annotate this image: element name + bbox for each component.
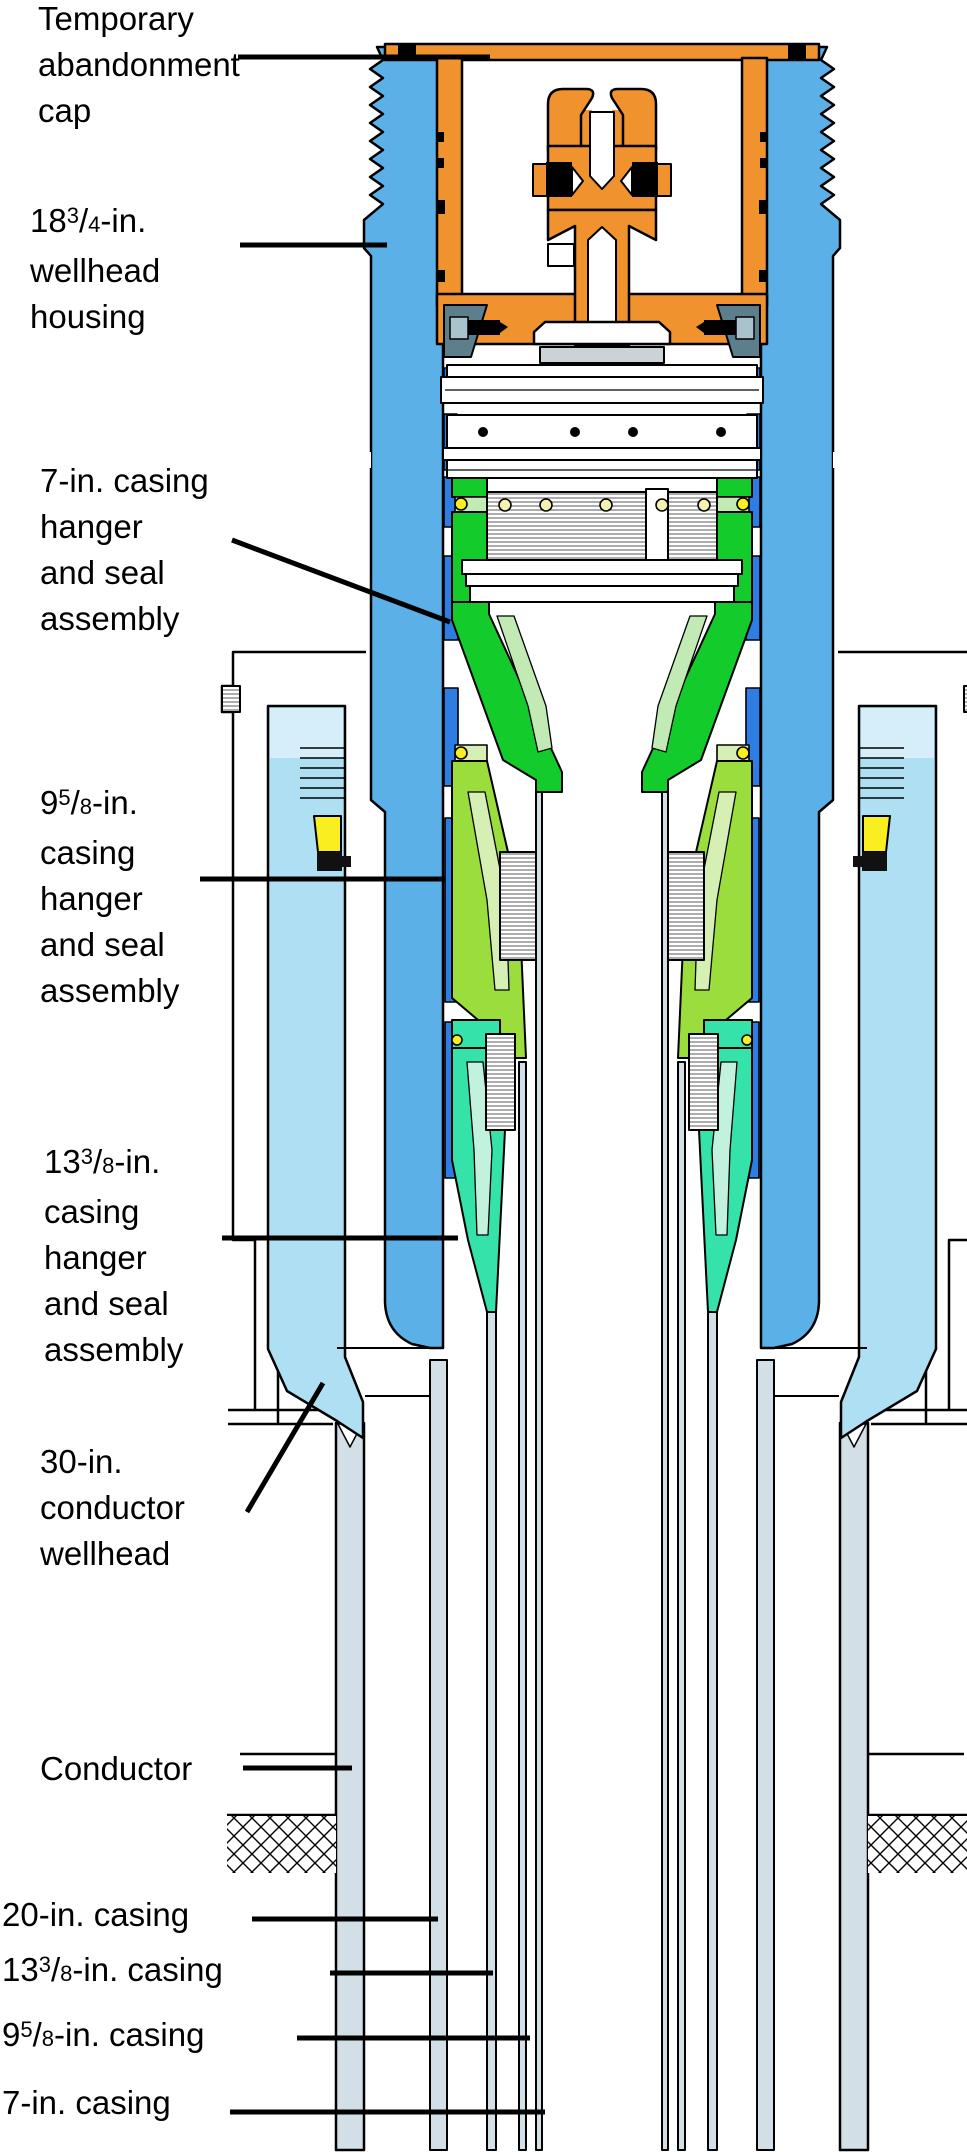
cap-pedestal	[532, 320, 672, 346]
leader-lines	[200, 54, 545, 2115]
center-assembly	[383, 42, 821, 603]
temporary-abandonment-cap-graphic	[383, 42, 821, 364]
label-casing-13-3-8-in: 133/8-in. casing	[2, 1951, 223, 1988]
lower-rings	[461, 559, 743, 603]
leader-hanger-7in	[231, 537, 451, 625]
label-casing-20-in: 20-in. casing	[2, 1896, 190, 1933]
lock-ring	[443, 304, 761, 358]
label-conductor: Conductor	[40, 1750, 193, 1787]
bore-rings	[440, 364, 764, 479]
gray-base	[539, 346, 665, 364]
right-half-assembly	[640, 45, 967, 2152]
cap-center-plug	[532, 87, 672, 347]
left-half-assembly	[220, 45, 564, 2152]
label-casing-7-in: 7-in. casing	[2, 2084, 171, 2121]
cap-latch-dogs	[437, 132, 767, 282]
label-casing-9-5-8-in: 95/8-in. casing	[2, 2016, 205, 2053]
thread-block-7in	[486, 488, 718, 561]
leader-conductor-wellhead	[244, 1381, 326, 1514]
